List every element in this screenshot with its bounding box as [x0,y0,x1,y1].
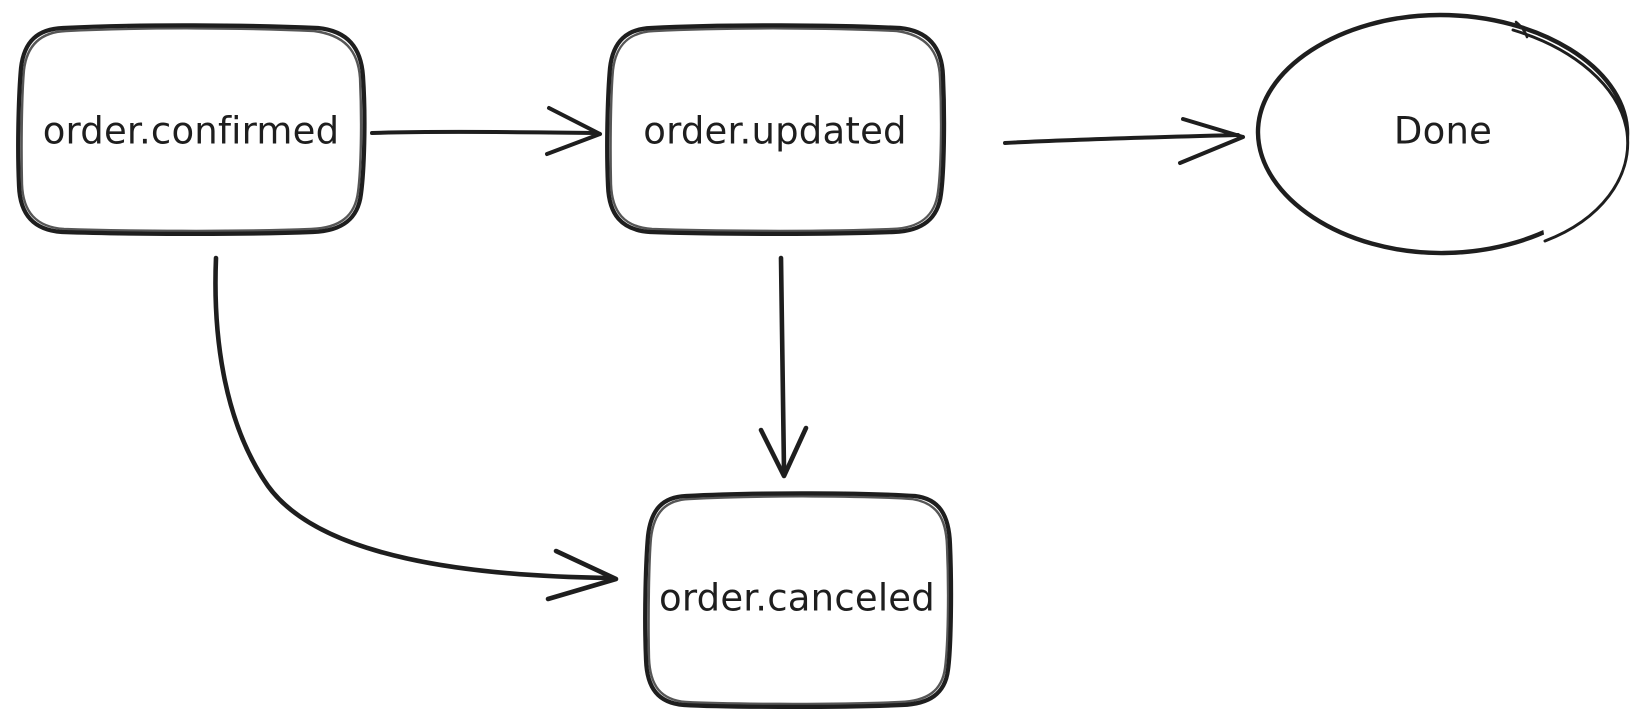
node-done-shape-overshoot-tick [1514,20,1529,39]
node-order-canceled-label: order.canceled [659,577,935,620]
edge-confirmed-to-updated-line[interactable] [370,129,598,135]
node-order-confirmed-label: order.confirmed [43,110,340,153]
node-done-label: Done [1394,110,1492,153]
node-order-updated-shape-overstroke [609,27,943,233]
edge-updated-to-canceled-line[interactable] [778,255,787,473]
node-order-updated[interactable]: order.updated [605,23,947,236]
edge-confirmed-to-canceled-line[interactable] [213,255,611,581]
node-done-shape-overshoot [1511,28,1630,243]
node-order-confirmed[interactable]: order.confirmed [16,23,367,236]
edge-confirmed-to-updated-arrowhead [545,106,602,156]
edge-confirmed-to-updated[interactable] [370,106,602,156]
edge-updated-to-done-arrowhead [1178,117,1245,165]
node-done[interactable]: Done [1255,12,1630,256]
edge-confirmed-to-canceled-arrowhead [545,548,619,602]
node-order-canceled-shape-overstroke [647,495,950,706]
node-order-updated-label: order.updated [643,110,906,153]
edge-updated-to-canceled[interactable] [758,255,809,479]
edge-updated-to-canceled-arrowhead [758,425,809,479]
node-order-canceled[interactable]: order.canceled [643,491,954,709]
edge-updated-to-done-line[interactable] [1003,133,1240,145]
edge-updated-to-done[interactable] [1003,117,1245,165]
node-order-confirmed-shape-overstroke [20,27,363,233]
edge-confirmed-to-canceled[interactable] [213,255,619,602]
